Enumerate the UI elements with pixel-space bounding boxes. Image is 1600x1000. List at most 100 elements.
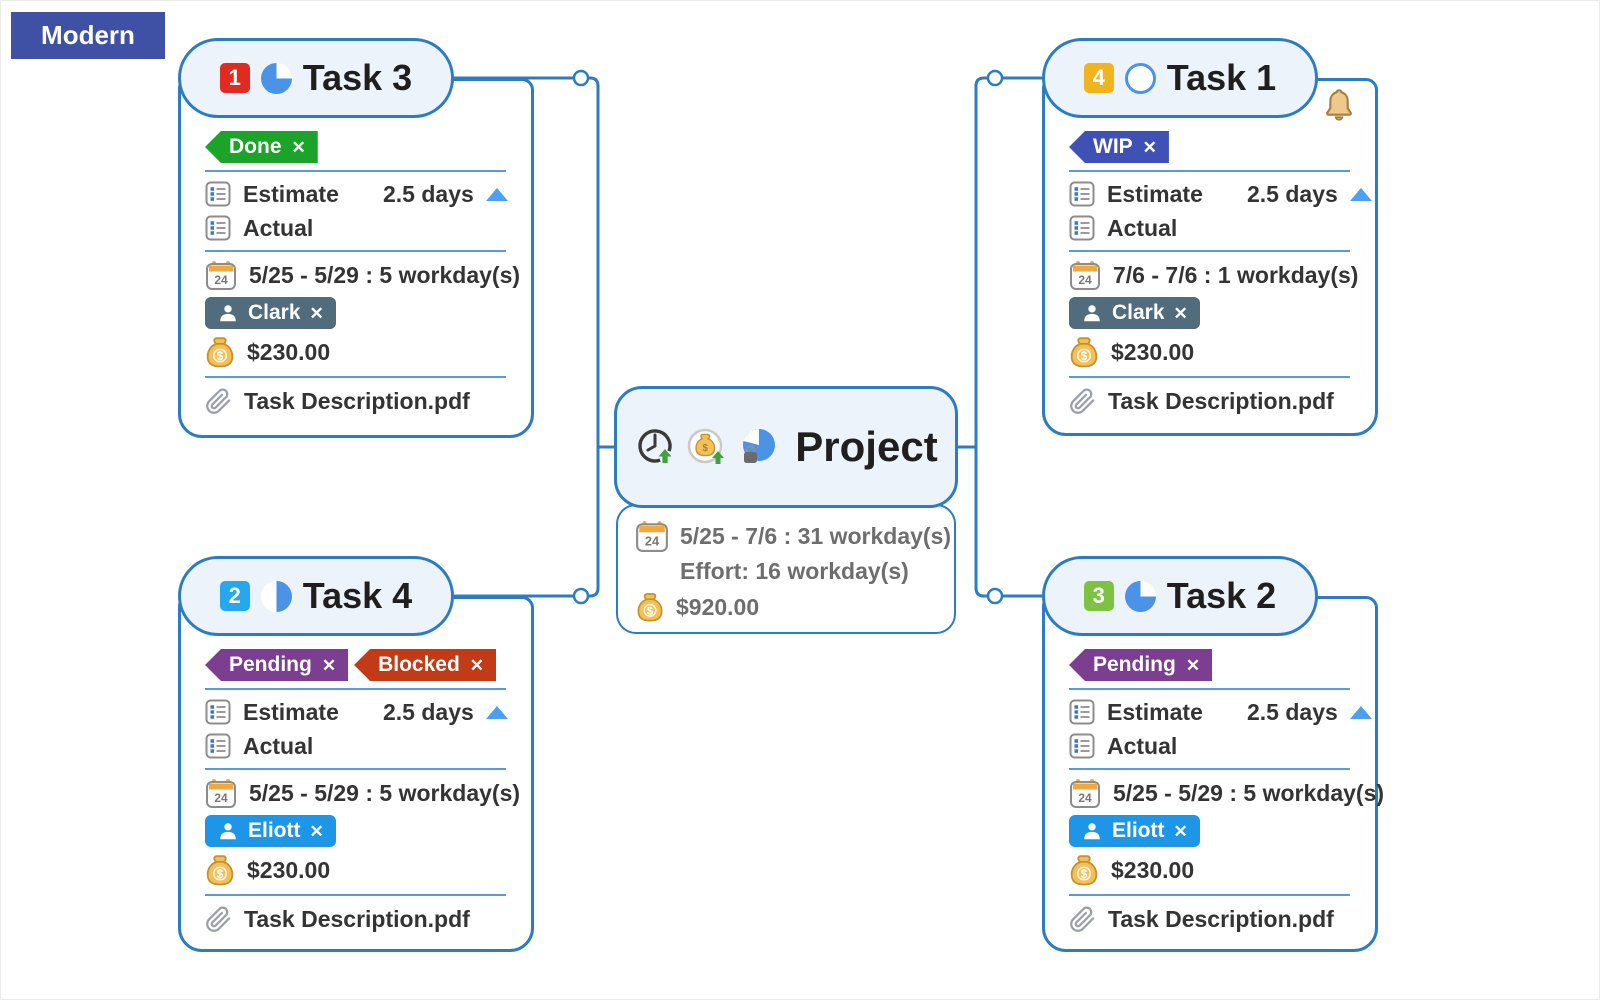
remove-tag-icon[interactable]: ✕ [291,137,306,157]
schedule-row[interactable]: 24 5/25 - 5/29 : 5 workday(s) [205,259,520,291]
assignee-tag[interactable]: Clark ✕ [205,297,336,329]
connection-handle[interactable] [986,69,1004,87]
calendar-icon: 24 [206,779,236,808]
attachment-row[interactable]: Task Description.pdf [1069,385,1350,417]
schedule-row[interactable]: 24 7/6 - 7/6 : 1 workday(s) [1069,259,1358,291]
progress-icon[interactable] [1124,62,1156,94]
cost-value: $230.00 [1111,338,1195,365]
task-title: Task 4 [302,575,413,616]
project-schedule: 5/25 - 7/6 : 31 workday(s) [680,522,952,549]
progress-icon[interactable] [1124,580,1156,612]
estimate-row[interactable]: Estimate 2.5 days [1069,179,1372,209]
task-title: Task 1 [1166,57,1277,98]
actual-row[interactable]: Actual [205,213,506,243]
attachment-row[interactable]: Task Description.pdf [205,903,506,935]
remove-tag-icon[interactable]: ✕ [321,655,337,675]
cost-rollup-icon: $ [688,428,725,464]
actual-row[interactable]: Actual [1069,731,1350,761]
remove-assignee-icon[interactable]: ✕ [309,821,324,841]
priority-badge[interactable]: 4 [1083,63,1114,93]
remove-assignee-icon[interactable]: ✕ [309,303,324,323]
task-list-icon [205,733,231,759]
priority-badge[interactable]: 3 [1083,581,1114,611]
status-tag[interactable]: Blocked✕ [354,649,497,681]
task-topic[interactable]: 2 Task 4 [178,556,454,636]
remove-tag-icon[interactable]: ✕ [469,655,485,675]
schedule-row[interactable]: 24 5/25 - 5/29 : 5 workday(s) [1069,777,1384,809]
remove-assignee-icon[interactable]: ✕ [1173,821,1188,841]
status-tag[interactable]: WIP ✕ [1069,131,1169,163]
roll-up-arrow-icon[interactable] [1349,187,1372,201]
status-tag[interactable]: Pending✕ [1069,649,1213,681]
estimate-value: 2.5 days [1247,180,1338,207]
remove-assignee-icon[interactable]: ✕ [1173,303,1188,323]
divider [205,768,506,770]
calendar-icon: 24 [1070,779,1100,808]
progress-locked-pie-icon [743,429,776,463]
task-topic[interactable]: 4 Task 1 [1042,38,1318,118]
project-schedule-row[interactable]: 24 5/25 - 7/6 : 31 workday(s) [635,519,951,553]
progress-icon[interactable] [260,580,292,612]
progress-icon[interactable] [260,62,292,94]
divider [205,894,506,896]
connection-handle[interactable] [572,587,590,605]
actual-row[interactable]: Actual [205,731,506,761]
task-topic[interactable]: 1 Task 3 [178,38,454,118]
divider [1069,894,1350,896]
assignee-name: Eliott [1112,819,1165,842]
money-bag-icon [637,593,663,622]
svg-text:$: $ [703,443,709,454]
priority-badge[interactable]: 1 [219,63,250,93]
estimate-row[interactable]: Estimate 2.5 days [205,697,508,727]
alert-bell-icon[interactable] [1321,86,1357,126]
cost-row[interactable]: $230.00 [1069,853,1350,887]
assignee-tag[interactable]: Clark ✕ [1069,297,1200,329]
roll-up-arrow-icon[interactable] [485,705,508,719]
task-list-icon [1069,215,1095,241]
attachment-name: Task Description.pdf [244,905,470,932]
task-card: 4 Task 1 WIP ✕ Estimate 2.5 days Actual [1042,38,1378,436]
cost-row[interactable]: $230.00 [205,335,506,369]
cost-value: $230.00 [1111,856,1195,883]
task-card: 1 Task 3 Done✕ Estimate 2.5 days Actual [178,38,534,438]
task-topic[interactable]: 3 Task 2 [1042,556,1318,636]
status-tag[interactable]: Pending ✕ [205,649,349,681]
estimate-value: 2.5 days [383,698,474,725]
schedule-row[interactable]: 24 5/25 - 5/29 : 5 workday(s) [205,777,520,809]
money-bag-icon [1070,337,1098,368]
connection-handle[interactable] [572,69,590,87]
remove-tag-icon[interactable]: ✕ [1185,655,1201,675]
assignee-name: Clark [248,301,301,324]
roll-up-arrow-icon[interactable] [485,187,508,201]
project-topic[interactable]: $ Project [614,386,958,508]
attachment-row[interactable]: Task Description.pdf [205,385,506,417]
assignee-tag[interactable]: Eliott ✕ [205,815,336,847]
cost-row[interactable]: $230.00 [1069,335,1350,369]
project-effort: Effort: 16 workday(s) [680,558,909,584]
estimate-row[interactable]: Estimate 2.5 days [1069,697,1372,727]
project-cost-row[interactable]: $920.00 [635,591,946,623]
assignee-tag[interactable]: Eliott ✕ [1069,815,1200,847]
estimate-row[interactable]: Estimate 2.5 days [205,179,508,209]
task-details: Done✕ Estimate 2.5 days Actual 24 [205,131,520,417]
tag-label: WIP [1093,135,1133,158]
style-badge[interactable]: Modern [11,12,165,59]
roll-up-arrow-icon[interactable] [1349,705,1372,719]
estimate-value: 2.5 days [1247,698,1338,725]
status-tag[interactable]: Done✕ [205,131,318,163]
svg-text:24: 24 [214,791,228,805]
actual-row[interactable]: Actual [1069,213,1350,243]
task-details: WIP✕ Estimate 2.5 days Actual 24 [1069,131,1372,417]
remove-tag-icon[interactable]: ✕ [1142,137,1157,157]
schedule-text: 7/6 - 7/6 : 1 workday(s) [1113,261,1359,288]
cost-row[interactable]: $230.00 [205,853,506,887]
attachment-row[interactable]: Task Description.pdf [1069,903,1350,935]
tag-label: Pending [229,653,312,676]
connection-handle[interactable] [986,587,1004,605]
priority-badge[interactable]: 2 [219,581,250,611]
assignee-name: Clark [1112,301,1165,324]
project-details: 24 5/25 - 7/6 : 31 workday(s) Effort: 16… [616,504,956,634]
paperclip-icon [1070,905,1095,932]
divider [205,250,506,252]
